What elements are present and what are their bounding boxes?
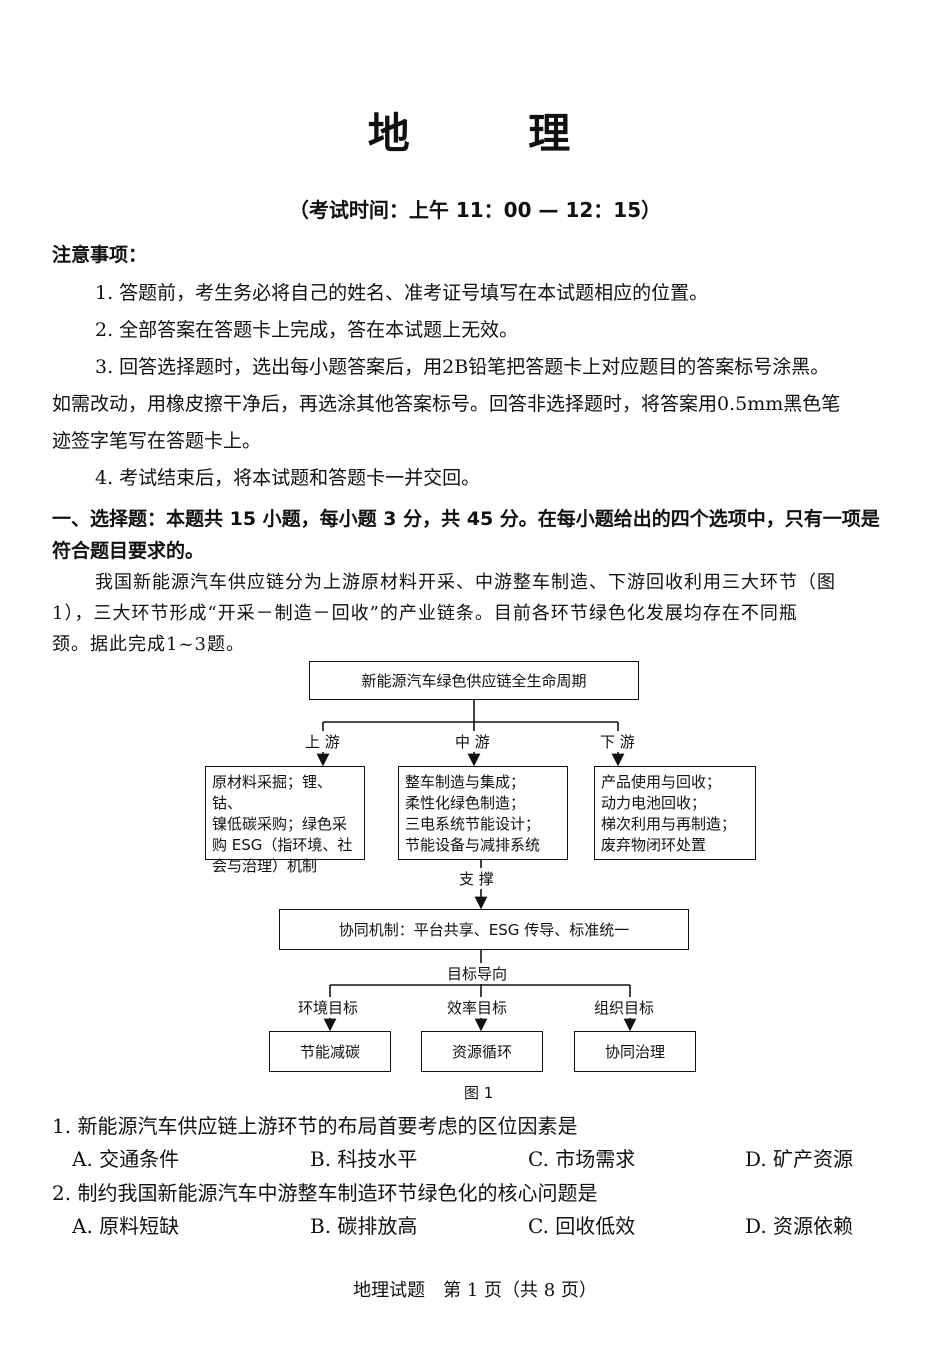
label-env-goal: 环境目标 xyxy=(298,997,359,1018)
q2-option-a: A. 原料短缺 xyxy=(72,1214,180,1238)
midstream-line: 三电系统节能设计； xyxy=(405,815,541,833)
notice-item-3-cont: 如需改动，用橡皮擦干净后，再选涂其他答案标号。回答非选择题时，将答案用0.5mm… xyxy=(52,393,841,415)
q2-option-b: B. 碳排放高 xyxy=(310,1214,418,1238)
downstream-line: 梯次利用与再制造； xyxy=(601,815,737,833)
midstream-line: 节能设备与减排系统 xyxy=(405,836,541,854)
diagram-top-box: 新能源汽车绿色供应链全生命周期 xyxy=(309,661,639,700)
q2-option-c: C. 回收低效 xyxy=(528,1214,636,1238)
notice-heading: 注意事项： xyxy=(52,244,148,266)
diagram-top-label: 新能源汽车绿色供应链全生命周期 xyxy=(361,672,587,690)
label-org-goal: 组织目标 xyxy=(594,997,655,1018)
label-support: 支 撑 xyxy=(459,868,494,889)
page-title: 地 理 xyxy=(367,109,623,158)
question-1-stem: 1. 新能源汽车供应链上游环节的布局首要考虑的区位因素是 xyxy=(52,1114,578,1138)
section-heading-line2: 符合题目要求的。 xyxy=(52,540,205,562)
upstream-box: 原材料采掘；锂、钴、 镍低碳采购；绿色采 购 ESG（指环境、社 会与治理）机制 xyxy=(205,766,365,875)
passage-line-3: 颈。据此完成1~3题。 xyxy=(52,634,245,655)
label-efficiency-goal: 效率目标 xyxy=(447,997,508,1018)
notice-item-2: 2. 全部答案在答题卡上完成，答在本试题上无效。 xyxy=(95,319,519,341)
coop-mechanism-box: 协同机制：平台共享、ESG 传导、标准统一 xyxy=(279,909,689,950)
downstream-line: 动力电池回收； xyxy=(601,794,707,812)
upstream-line: 镍低碳采购；绿色采 xyxy=(212,815,348,833)
q1-option-a: A. 交通条件 xyxy=(72,1147,180,1171)
notice-item-3-cont2: 迹签字笔写在答题卡上。 xyxy=(52,430,262,452)
section-heading-line1: 一、选择题：本题共 15 小题，每小题 3 分，共 45 分。在每小题给出的四个… xyxy=(52,508,880,530)
notice-item-4: 4. 考试结束后，将本试题和答题卡一并交回。 xyxy=(95,467,481,489)
label-midstream: 中 游 xyxy=(455,731,490,752)
q1-option-d: D. 矿产资源 xyxy=(745,1147,854,1171)
midstream-line: 柔性化绿色制造； xyxy=(405,794,526,812)
q1-option-b: B. 科技水平 xyxy=(310,1147,418,1171)
upstream-line: 会与治理）机制 xyxy=(212,857,318,875)
page-footer: 地理试题 第 1 页（共 8 页） xyxy=(353,1280,597,1301)
goal-box-resource: 资源循环 xyxy=(421,1031,543,1072)
q2-option-d: D. 资源依赖 xyxy=(745,1214,854,1238)
goal-energy-label: 节能减碳 xyxy=(299,1043,360,1061)
notice-item-1: 1. 答题前，考生务必将自己的姓名、准考证号填写在本试题相应的位置。 xyxy=(95,282,709,304)
midstream-line: 整车制造与集成； xyxy=(405,773,526,791)
upstream-line: 购 ESG（指环境、社 xyxy=(212,836,353,854)
downstream-line: 产品使用与回收； xyxy=(601,773,722,791)
q1-option-c: C. 市场需求 xyxy=(528,1147,636,1171)
exam-time: （考试时间：上午 11：00 — 12：15） xyxy=(288,198,662,222)
goal-governance-label: 协同治理 xyxy=(604,1043,665,1061)
upstream-line: 原材料采掘；锂、钴、 xyxy=(212,773,333,812)
midstream-box: 整车制造与集成； 柔性化绿色制造； 三电系统节能设计； 节能设备与减排系统 xyxy=(398,766,568,860)
passage-line-2: 1），三大环节形成“开采－制造－回收”的产业链条。目前各环节绿色化发展均存在不同… xyxy=(52,603,798,624)
figure-caption: 图 1 xyxy=(464,1084,494,1102)
label-goal-orientation: 目标导向 xyxy=(447,963,508,984)
downstream-box: 产品使用与回收； 动力电池回收； 梯次利用与再制造； 废弃物闭环处置 xyxy=(594,766,756,860)
goal-resource-label: 资源循环 xyxy=(451,1043,512,1061)
coop-mechanism-label: 协同机制：平台共享、ESG 传导、标准统一 xyxy=(338,921,630,939)
question-2-stem: 2. 制约我国新能源汽车中游整车制造环节绿色化的核心问题是 xyxy=(52,1181,598,1205)
label-downstream: 下 游 xyxy=(600,731,635,752)
label-upstream: 上 游 xyxy=(305,731,340,752)
downstream-line: 废弃物闭环处置 xyxy=(601,836,707,854)
goal-box-energy: 节能减碳 xyxy=(269,1031,391,1072)
goal-box-governance: 协同治理 xyxy=(574,1031,696,1072)
passage-line-1: 我国新能源汽车供应链分为上游原材料开采、中游整车制造、下游回收利用三大环节（图 xyxy=(95,572,836,593)
notice-item-3: 3. 回答选择题时，选出每小题答案后，用2B铅笔把答题卡上对应题目的答案标号涂黑… xyxy=(95,356,830,378)
